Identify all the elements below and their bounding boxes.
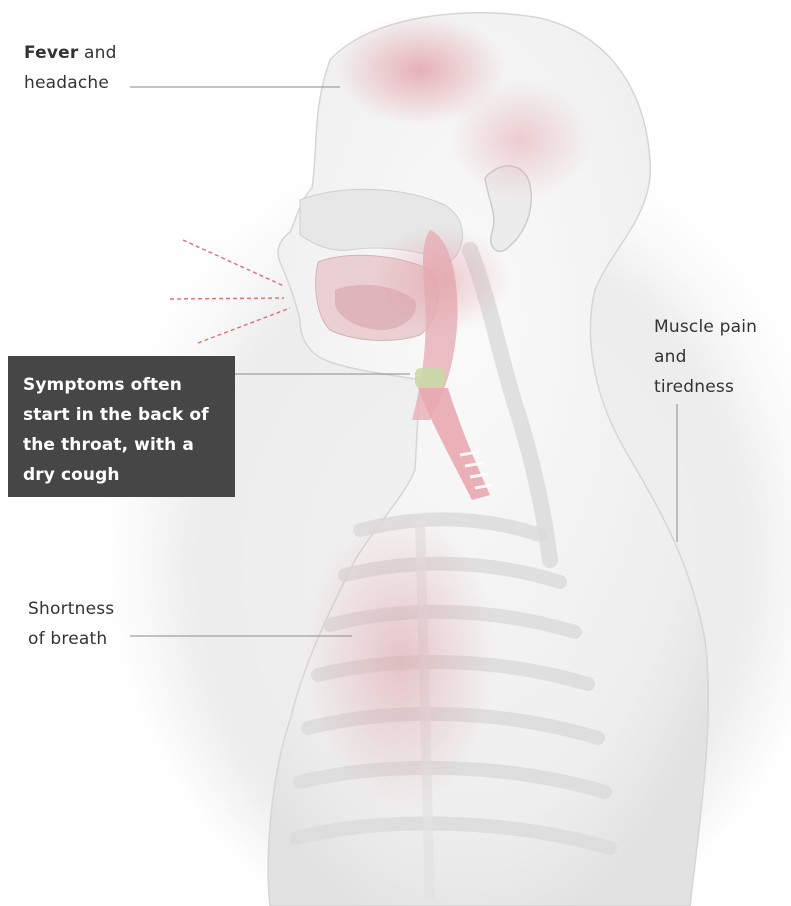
throat-symptom-callout: Symptoms often start in the back of the …: [8, 356, 235, 497]
shortness-of-breath-label: Shortness of breath: [28, 594, 158, 654]
headache-label: headache: [24, 73, 109, 93]
fever-label-bold: Fever: [24, 43, 78, 63]
fever-label-rest: and: [78, 43, 116, 63]
muscle-label-line2: and: [654, 347, 687, 367]
muscle-label-line3: tiredness: [654, 377, 734, 397]
muscle-pain-label: Muscle pain and tiredness: [654, 312, 784, 402]
lung-glow: [305, 510, 495, 810]
fever-headache-label: Fever and headache: [24, 38, 164, 98]
larynx-highlight: [415, 368, 445, 388]
breath-label-line1: Shortness: [28, 599, 114, 619]
throat-symptom-callout-text: Symptoms often start in the back of the …: [23, 370, 223, 490]
fever-glow-side: [450, 80, 590, 200]
throat-glow: [370, 225, 510, 335]
breath-label-line2: of breath: [28, 629, 107, 649]
muscle-label-line1: Muscle pain: [654, 317, 757, 337]
